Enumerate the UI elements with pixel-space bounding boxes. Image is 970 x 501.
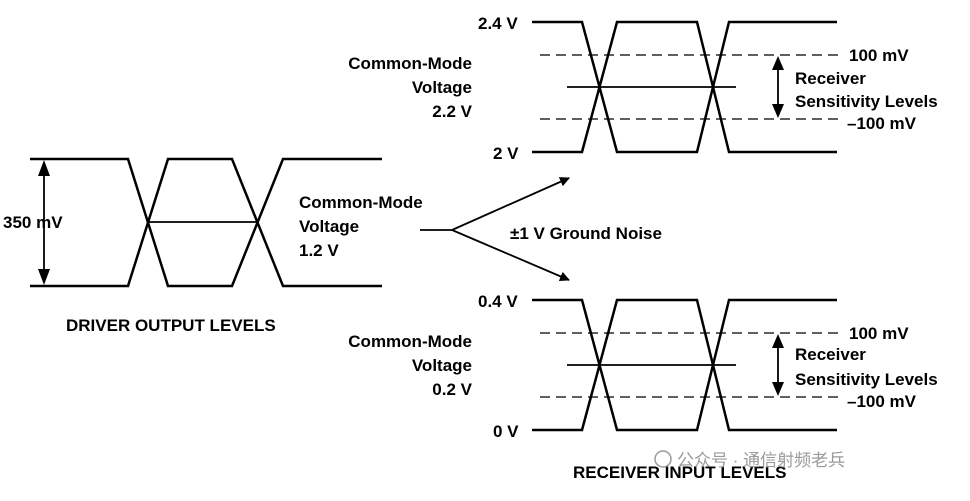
receiver-top-neg-threshold: –100 mV	[847, 114, 917, 133]
driver-amplitude-label: 350 mV	[3, 213, 63, 232]
driver-common-mode-line3: 1.2 V	[299, 241, 339, 260]
wechat-icon	[654, 450, 672, 468]
receiver-bottom-high-label: 0.4 V	[478, 292, 518, 311]
receiver-top-sensitivity-arrow	[772, 56, 784, 118]
receiver-bottom-pos-threshold: 100 mV	[849, 324, 909, 343]
receiver-bottom-sensitivity-arrow	[772, 334, 784, 396]
watermark-text: 公众号 · 通信射频老兵	[677, 451, 845, 470]
receiver-top-waveform	[532, 20, 843, 154]
driver-common-mode-line2: Voltage	[299, 217, 359, 236]
watermark: 公众号 · 通信射频老兵	[654, 450, 845, 470]
receiver-bottom-sensitivity-line1: Receiver	[795, 345, 866, 364]
ground-noise-label: ±1 V Ground Noise	[510, 224, 662, 243]
ground-noise-fork	[420, 177, 570, 282]
receiver-top-pos-threshold: 100 mV	[849, 46, 909, 65]
receiver-top-sensitivity-line2: Sensitivity Levels	[795, 92, 938, 111]
receiver-bottom-low-label: 0 V	[493, 422, 519, 441]
driver-common-mode-line1: Common-Mode	[299, 193, 423, 212]
receiver-top-high-label: 2.4 V	[478, 14, 518, 33]
receiver-bottom-waveform	[532, 298, 843, 432]
driver-amplitude-arrow	[38, 160, 50, 285]
receiver-top-cm-line3: 2.2 V	[432, 102, 472, 121]
receiver-top-cm-line1: Common-Mode	[348, 54, 472, 73]
receiver-caption: RECEIVER INPUT LEVELS	[573, 463, 786, 482]
receiver-top-sensitivity-line1: Receiver	[795, 69, 866, 88]
receiver-top-low-label: 2 V	[493, 144, 519, 163]
receiver-top-cm-line2: Voltage	[412, 78, 472, 97]
driver-waveform	[30, 157, 382, 288]
receiver-bottom-sensitivity-line2: Sensitivity Levels	[795, 370, 938, 389]
receiver-bottom-cm-line2: Voltage	[412, 356, 472, 375]
driver-caption: DRIVER OUTPUT LEVELS	[66, 316, 276, 335]
receiver-bottom-neg-threshold: –100 mV	[847, 392, 917, 411]
receiver-bottom-cm-line1: Common-Mode	[348, 332, 472, 351]
receiver-bottom-cm-line3: 0.2 V	[432, 380, 472, 399]
